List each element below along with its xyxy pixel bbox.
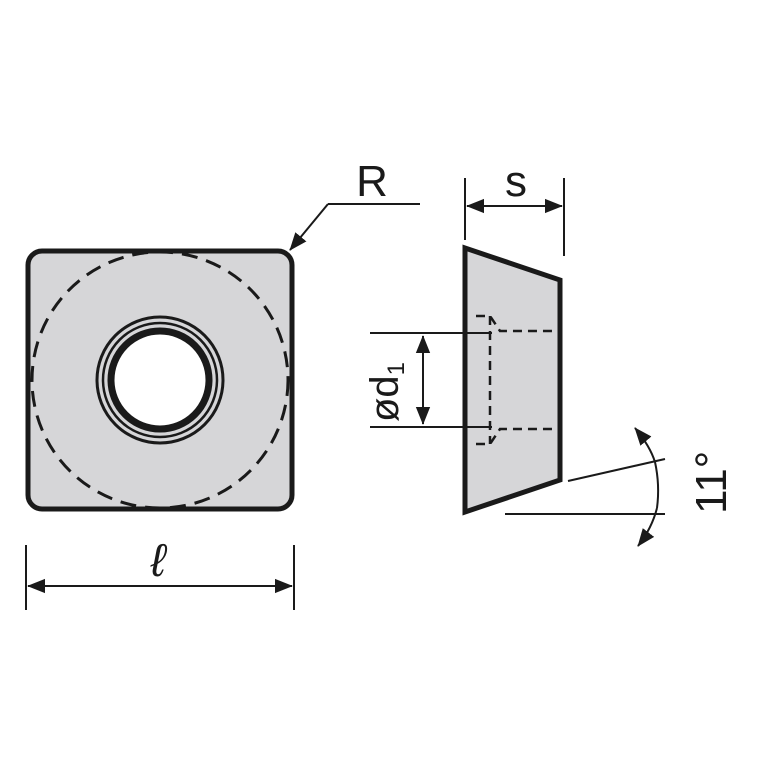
angle-flank-line: [567, 458, 666, 482]
thickness-dimension: s: [464, 157, 565, 256]
insert-top-view: [25, 248, 295, 512]
length-label: ℓ: [150, 534, 168, 586]
angle-label: 11°: [687, 451, 736, 514]
length-dimension: ℓ: [25, 534, 295, 610]
clearance-angle-dimension: 11°: [505, 427, 736, 547]
center-hole: [107, 327, 213, 433]
inscribed-circle-dashed: [30, 250, 290, 510]
diameter-symbol: ød: [363, 375, 407, 422]
insert-side-profile: [462, 244, 563, 516]
angle-arc-lower: [637, 507, 658, 547]
hole-diameter-dimension: ød1: [363, 332, 492, 428]
radius-leader-arrow: [289, 203, 329, 251]
hole-hidden-lines: [476, 314, 560, 446]
angle-arc-upper: [634, 427, 656, 463]
radius-callout: R: [289, 157, 420, 251]
angle-arc-middle: [654, 461, 660, 509]
diameter-subscript: 1: [383, 362, 410, 375]
thickness-label: s: [505, 157, 527, 206]
diameter-label: ød1: [363, 362, 410, 422]
radius-label: R: [356, 157, 388, 206]
insert-side-view: [462, 244, 563, 516]
